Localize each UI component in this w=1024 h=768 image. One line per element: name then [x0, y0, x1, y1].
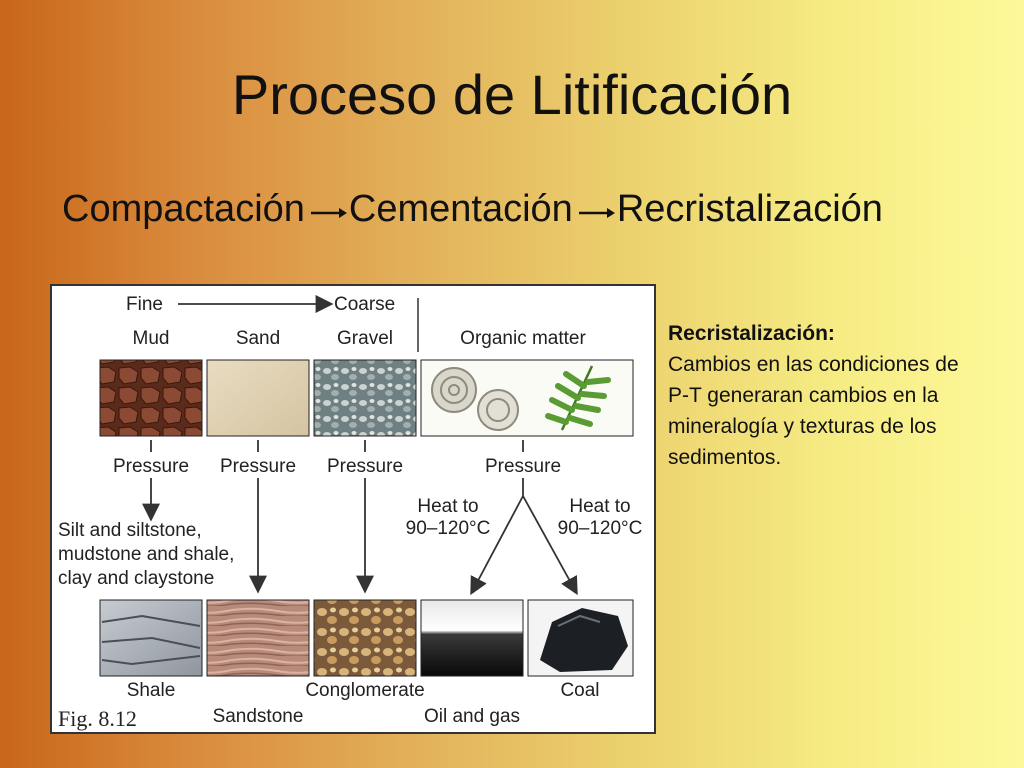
mud-products-line3: clay and claystone	[58, 568, 214, 589]
organic-matter-image	[420, 359, 634, 437]
source-label-organic-matter: Organic matter	[460, 328, 586, 349]
figure-caption: Fig. 8.12	[58, 706, 137, 731]
note-heading: Recristalización:	[668, 322, 835, 345]
result-label-shale: Shale	[127, 680, 176, 701]
result-label-oil-and-gas: Oil and gas	[424, 706, 520, 727]
pressure-label-gravel: Pressure	[327, 456, 403, 477]
mud-products-line1: Silt and siltstone,	[58, 520, 202, 541]
coal-image	[527, 599, 634, 677]
source-label-gravel: Gravel	[337, 328, 393, 349]
gravel-image	[313, 359, 417, 437]
result-label-conglomerate: Conglomerate	[305, 680, 424, 701]
oil-and-gas-image	[420, 599, 524, 677]
pressure-label-mud: Pressure	[113, 456, 189, 477]
source-label-mud: Mud	[133, 328, 170, 349]
mud-products-line2: mudstone and shale,	[58, 544, 234, 565]
heat-left-line1: Heat to	[417, 496, 478, 517]
pressure-label-sand: Pressure	[220, 456, 296, 477]
slide-title: Proceso de Litificación	[231, 63, 793, 126]
recrystallization-note: Recristalización: Cambios en las condici…	[668, 318, 968, 473]
mud-image	[99, 359, 203, 437]
heat-left-line2: 90–120°C	[406, 518, 491, 539]
conglomerate-image	[313, 599, 417, 677]
step-cementation: Cementación	[348, 188, 573, 230]
lithification-steps: Compactación Cementación Recristalizació…	[62, 188, 883, 231]
sandstone-image	[206, 599, 310, 677]
organic-to-oil-arrow	[470, 495, 524, 596]
scale-start-label: Fine	[126, 294, 163, 315]
organic-to-coal-arrow	[522, 495, 578, 596]
heat-right-line1: Heat to	[569, 496, 630, 517]
step-recrystallization: Recristalización	[616, 188, 883, 230]
right-arrow-icon	[573, 191, 617, 229]
sand-image	[206, 359, 310, 437]
source-label-sand: Sand	[236, 328, 280, 349]
result-label-sandstone: Sandstone	[213, 706, 304, 727]
pressure-label-organic: Pressure	[485, 456, 561, 477]
heat-right-line2: 90–120°C	[558, 518, 643, 539]
shale-image	[99, 599, 203, 677]
result-label-coal: Coal	[560, 680, 599, 701]
note-body: Cambios en las condiciones de P-T genera…	[668, 353, 959, 469]
lithification-figure: Fine Coarse Mud Sand Gravel Organic matt…	[50, 284, 656, 734]
right-arrow-icon	[305, 191, 349, 229]
scale-end-label: Coarse	[334, 294, 395, 315]
step-compaction: Compactación	[62, 188, 305, 230]
